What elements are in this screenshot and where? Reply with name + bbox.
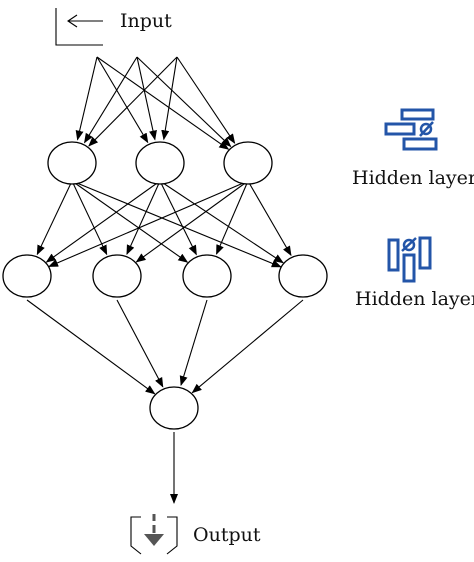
vertical-blocks-icon [387,236,432,283]
edge-h1-2-to-h2-3 [247,180,292,257]
hidden-neuron-l1-1 [47,141,97,185]
edge-h1-0-to-h2-1 [71,180,108,256]
edge-h1-1-to-h2-2 [159,180,197,256]
legend-label-2: Hidden layers [355,288,474,310]
edge-h1-2-to-h2-2 [216,180,249,255]
edge-h1-2-to-h2-0 [48,180,249,268]
hidden-neuron-l1-2 [135,141,185,185]
edge-h2-2-to-out [179,299,208,387]
legend-label-1: Hidden layers [352,167,474,189]
neurons [2,141,328,430]
edge-h1-0-to-h2-2 [71,180,189,263]
output-icon [130,514,178,555]
edge-h1-1-to-h2-1 [126,180,161,256]
connections [26,56,304,504]
edge-input-2-to-h1-2 [176,56,236,144]
edge-h2-0-to-out [26,299,156,395]
hidden-neuron-l2-1 [2,254,52,298]
input-icon [55,8,103,46]
edge-h2-3-to-out [191,299,304,394]
hidden-neuron-l2-4 [278,254,328,298]
hidden-neuron-l2-3 [182,254,232,298]
edge-h2-1-to-out [116,299,164,388]
edge-input-1-to-h1-0 [84,56,138,144]
edge-input-0-to-h1-2 [96,56,230,150]
hidden-neuron-l2-2 [92,254,142,298]
output-neuron [149,386,199,430]
horizontal-blocks-icon [384,108,438,151]
input-label: Input [120,10,172,32]
edge-h1-1-to-h2-3 [159,180,284,264]
edge-h1-0-to-h2-0 [36,180,73,256]
edge-input-2-to-h1-1 [161,56,178,141]
edge-input-0-to-h1-1 [96,56,149,144]
hidden-neuron-l1-3 [223,141,273,185]
edge-input-0-to-h1-0 [75,56,98,141]
edge-h1-2-to-h2-1 [135,180,249,263]
edge-input-2-to-h1-0 [88,56,178,147]
output-label: Output [193,524,261,546]
edge-input-1-to-h1-1 [136,56,157,141]
edge-h1-1-to-h2-0 [45,180,161,263]
edge-h1-0-to-h2-3 [71,180,282,268]
edge-input-1-to-h1-2 [136,56,232,148]
